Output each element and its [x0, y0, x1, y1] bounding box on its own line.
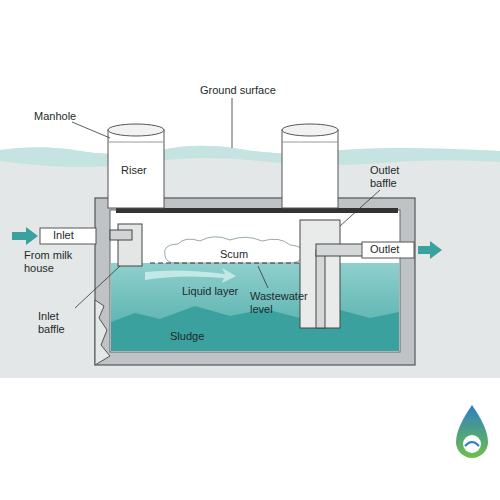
logo — [456, 405, 488, 458]
part-label: Wastewater level — [250, 290, 312, 315]
scum-layer — [165, 237, 304, 263]
part-label: Manhole — [34, 110, 76, 123]
ground-band — [0, 146, 500, 167]
tank-shell — [95, 198, 415, 365]
tank-chamber — [110, 210, 400, 352]
outlet-pipe-down — [316, 250, 325, 328]
level-line — [150, 263, 305, 264]
riser-right — [282, 124, 338, 208]
part-label: Scum — [220, 248, 248, 261]
inlet-pipe — [40, 228, 96, 244]
part-label: Inlet baffle — [38, 310, 82, 335]
leader-lines — [72, 98, 380, 308]
part-label: Outlet baffle — [370, 164, 416, 189]
outlet-pipe-inner — [316, 244, 400, 256]
liquid — [111, 263, 399, 351]
part-label: Ground surface — [200, 84, 276, 97]
cutaway-edge — [95, 300, 110, 365]
part-label: Sludge — [170, 330, 204, 343]
inlet-arrow — [12, 227, 38, 245]
part-label: Riser — [121, 164, 147, 177]
part-label: Liquid layer — [182, 285, 238, 298]
outlet-arrow — [418, 241, 442, 259]
flow-label: Outlet — [369, 243, 400, 256]
riser-left — [108, 124, 164, 208]
outlet-baffle — [300, 220, 340, 328]
flow-label: Inlet — [52, 229, 75, 242]
flow-arrow — [145, 268, 236, 283]
soil — [0, 146, 500, 378]
flow-label: From milk house — [24, 249, 80, 274]
outlet-pipe — [362, 242, 414, 258]
inlet-pipe-inner — [110, 230, 132, 240]
